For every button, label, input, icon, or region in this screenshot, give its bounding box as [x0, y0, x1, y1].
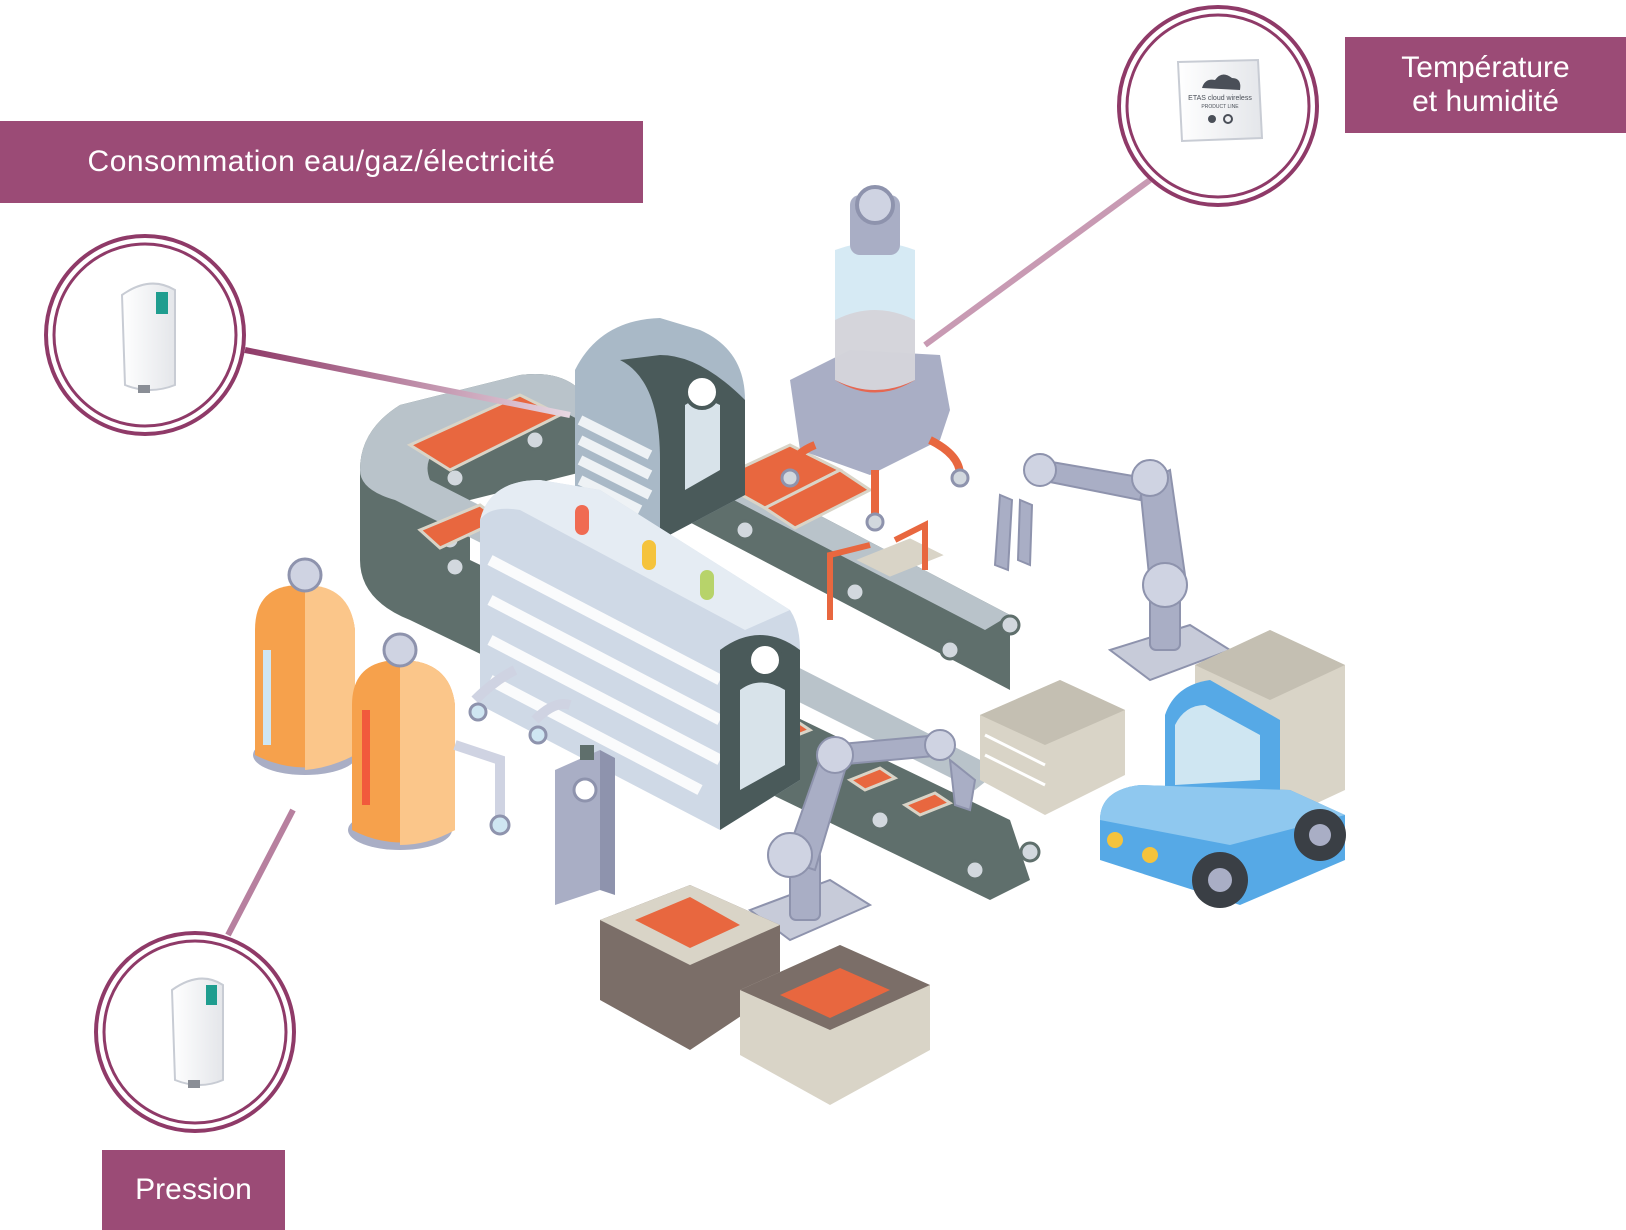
front-drum-machine — [480, 480, 800, 830]
robot-arm-right — [993, 453, 1233, 682]
callout-lines — [225, 177, 1152, 937]
label-consumption-text: Consommation eau/gaz/électricité — [87, 145, 556, 179]
label-temperature-line1: Température — [1401, 51, 1570, 85]
label-temperature-line2: et humidité — [1412, 85, 1559, 118]
robot-arm-front — [747, 729, 977, 942]
cloud-icon — [1202, 74, 1241, 90]
device-circle-pressure[interactable] — [94, 931, 296, 1133]
label-consumption: Consommation eau/gaz/électricité — [0, 121, 643, 203]
device-circle-temperature[interactable]: ETAS cloud wireless PRODUCT LINE — [1117, 5, 1319, 207]
sensor-sub-text: PRODUCT LINE — [1201, 104, 1239, 110]
sensor-brand-text: ETAS cloud wireless — [1188, 95, 1252, 102]
label-pressure-text: Pression — [135, 1173, 252, 1207]
back-arch-machine — [575, 318, 745, 540]
wireless-pressure-sensor-icon — [170, 977, 224, 1088]
label-temperature-humidity: Température et humidité — [1345, 37, 1626, 133]
label-pressure: Pression — [102, 1150, 285, 1230]
brick-crates — [600, 885, 930, 1105]
forklift — [1100, 630, 1346, 908]
reactor-vessel — [780, 185, 970, 620]
temperature-humidity-sensor-icon: ETAS cloud wireless PRODUCT LINE — [1176, 58, 1264, 143]
block-pallet — [980, 680, 1125, 815]
gas-tanks — [253, 557, 572, 850]
humidity-icon — [1223, 114, 1233, 124]
device-circle-consumption[interactable] — [44, 234, 246, 436]
thermometer-icon — [1208, 115, 1216, 123]
wireless-meter-icon — [120, 282, 176, 393]
control-panel — [555, 745, 615, 905]
